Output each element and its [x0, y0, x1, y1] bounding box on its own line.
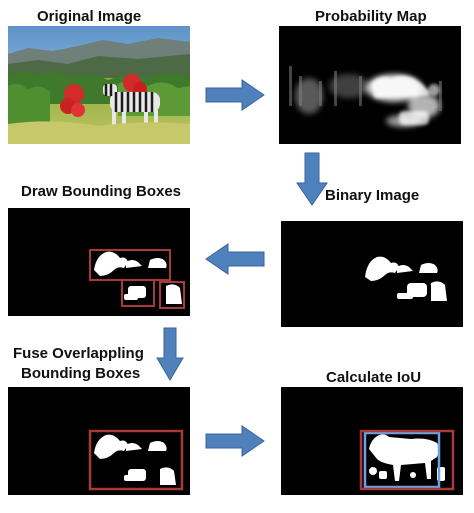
bbox-predicted — [359, 429, 455, 491]
arrow-right-2 — [204, 424, 266, 458]
probability-map-panel — [279, 26, 461, 144]
arrow-left-1 — [204, 242, 266, 276]
draw-bounding-boxes-panel — [8, 208, 190, 316]
calculate-iou-panel — [281, 387, 463, 495]
fuse-overlapping-panel — [8, 387, 190, 495]
binary-blobs — [365, 256, 447, 301]
fuse-overlapping-title-line1: Fuse Overlappling — [13, 345, 144, 362]
calculate-iou-title: Calculate IoU — [326, 369, 422, 386]
bbox-small-2 — [159, 281, 185, 309]
original-image-title: Original Image — [37, 8, 142, 25]
bbox-small-1 — [121, 279, 155, 307]
original-image-photo — [8, 26, 190, 144]
draw-bounding-boxes-title: Draw Bounding Boxes — [21, 183, 182, 200]
bbox-ground-truth — [363, 431, 441, 489]
arrow-down-1 — [295, 151, 329, 207]
binary-image-title: Binary Image — [325, 187, 420, 204]
binary-image-panel — [281, 221, 463, 327]
probability-map-title: Probability Map — [315, 8, 427, 25]
bbox-fused — [88, 429, 184, 491]
arrow-down-2 — [155, 326, 185, 382]
fuse-overlapping-title-line2: Bounding Boxes — [21, 365, 141, 382]
arrow-right-1 — [204, 78, 266, 112]
